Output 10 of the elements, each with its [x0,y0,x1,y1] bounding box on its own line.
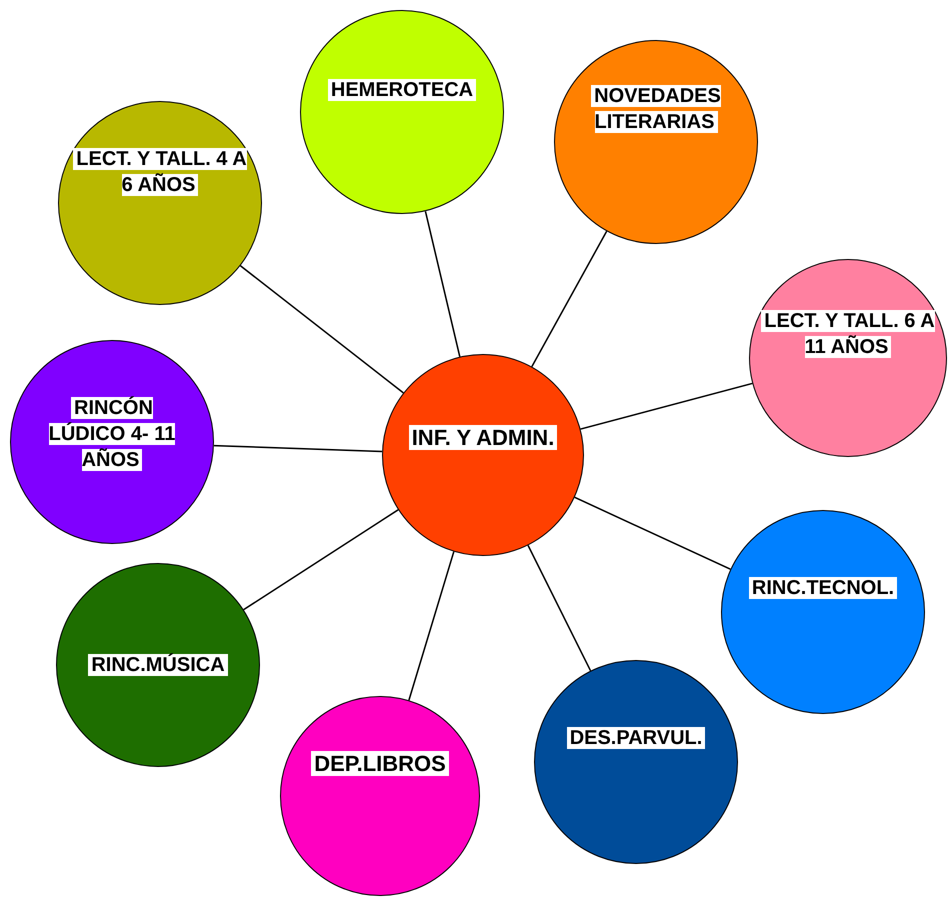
node-label: RINCÓN LÚDICO 4- 11 AÑOS [48,395,176,473]
connector-line [243,509,399,610]
connector-line [580,382,753,430]
connector-line [240,265,404,394]
connector-line [408,551,455,700]
connector-line [531,230,608,367]
connector-line [424,211,461,357]
connector-line [527,545,592,672]
connector-line [574,496,731,570]
connector-line [214,444,382,452]
